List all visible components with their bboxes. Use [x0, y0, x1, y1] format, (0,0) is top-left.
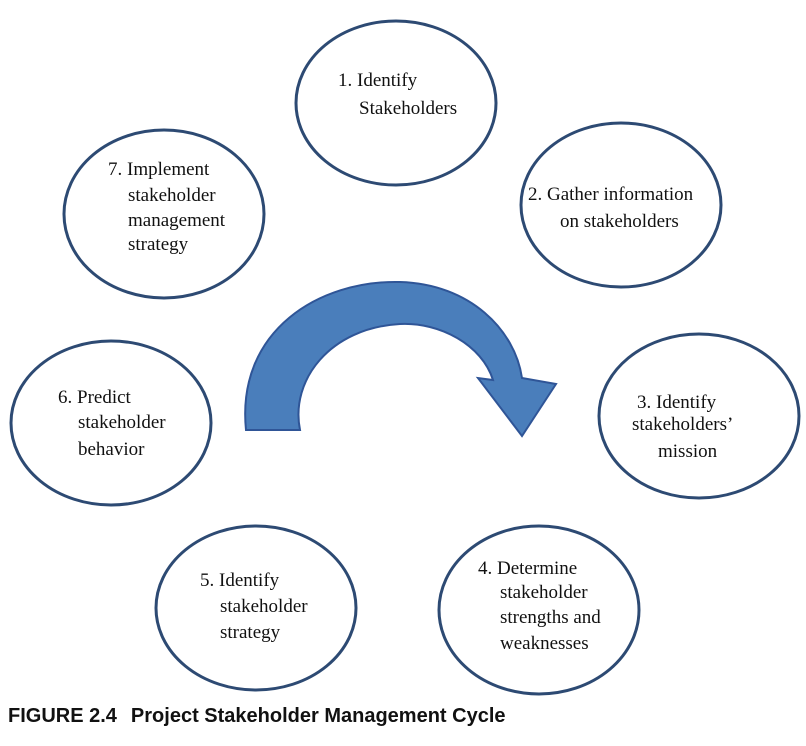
step-node-2: 2. Gather information on stakeholders [519, 121, 723, 289]
step-label-4: 4. Determine stakeholder strengths and w… [478, 558, 606, 654]
step-label-5: 5. Identify stakeholder strategy [200, 570, 312, 643]
step-node-3: 3. Identify stakeholders’ mission [597, 332, 801, 500]
step-node-6: 6. Predict stakeholder behavior [9, 339, 213, 507]
step-node-5: 5. Identify stakeholder strategy [154, 524, 358, 692]
step-label-1: 1. Identify Stakeholders [338, 70, 457, 119]
step-label-7: 7. Implement stakeholder management stra… [108, 159, 230, 255]
figure-number: FIGURE 2.4 [8, 705, 117, 727]
step-label-6: 6. Predict stakeholder behavior [58, 387, 170, 460]
stakeholder-cycle-diagram: 1. Identify Stakeholders 2. Gather infor… [9, 19, 801, 696]
cycle-arrow [244, 280, 558, 438]
step-label-2: 2. Gather information on stakeholders [528, 184, 698, 232]
figure-title: Project Stakeholder Management Cycle [130, 705, 506, 727]
step-node-1: 1. Identify Stakeholders [294, 19, 498, 187]
figure-caption: FIGURE 2.4 Project Stakeholder Management… [8, 705, 506, 728]
step-label-3: 3. Identify stakeholders’ mission [632, 392, 737, 462]
step-node-4: 4. Determine stakeholder strengths and w… [437, 524, 641, 696]
step-node-7: 7. Implement stakeholder management stra… [62, 128, 266, 300]
